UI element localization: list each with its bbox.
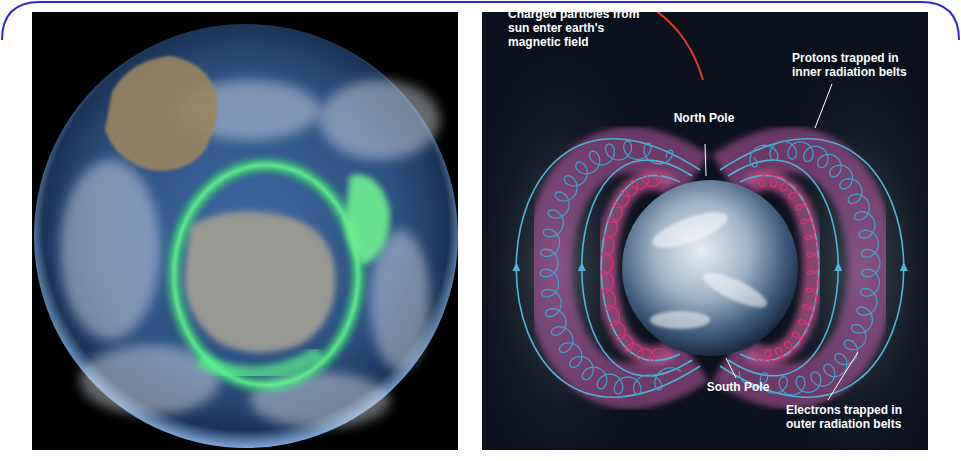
leader-line [705, 144, 706, 176]
callout-label: Charged particles from sun enter earth's… [508, 8, 644, 49]
callout-label: South Pole [706, 381, 770, 395]
field-arrow [578, 262, 586, 271]
field-arrow [834, 262, 842, 271]
aurora-photo [32, 12, 458, 450]
callout-label: Electrons trapped in outer radiation bel… [786, 404, 926, 432]
leader-line [726, 358, 736, 378]
field-arrow [900, 262, 908, 271]
magnetosphere-illustration [482, 12, 928, 450]
particle-trajectory [655, 12, 703, 80]
callout-label: North Pole [672, 112, 736, 126]
leader-line [828, 352, 858, 400]
field-arrow [512, 262, 520, 271]
callout-label: Protons trapped in inner radiation belts [792, 52, 927, 80]
leader-line [815, 84, 832, 128]
